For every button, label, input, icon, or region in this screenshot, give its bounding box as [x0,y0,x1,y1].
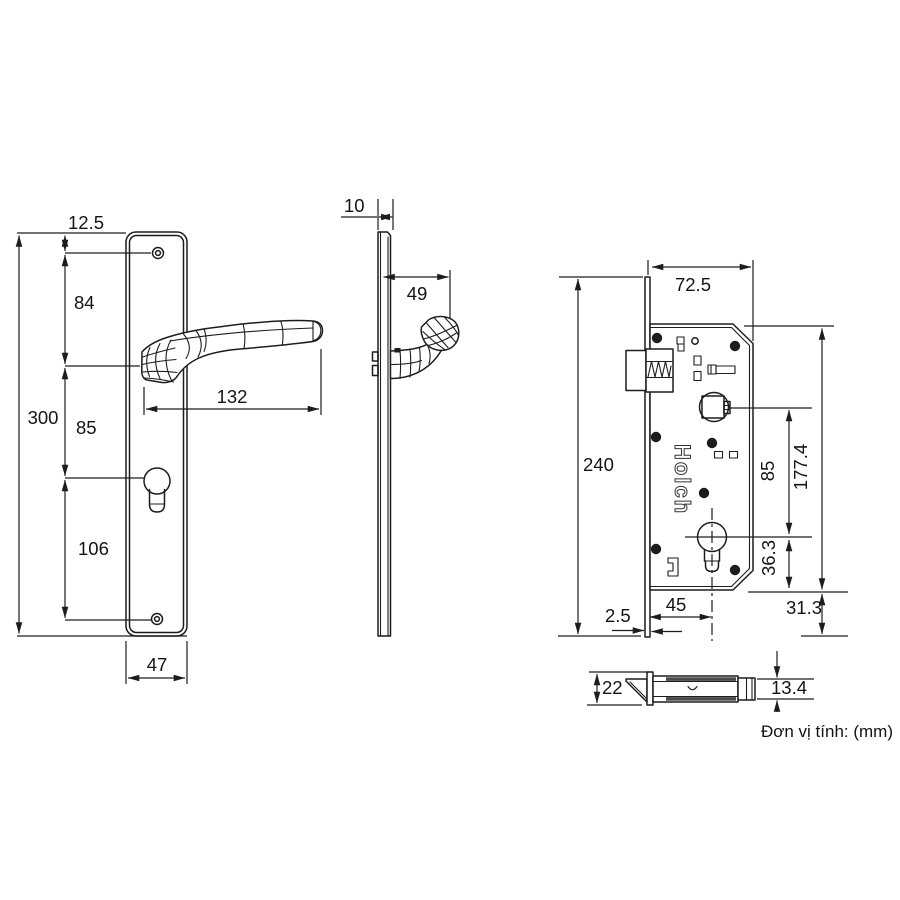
lock-body-outline [649,323,754,591]
handle-front [141,319,324,384]
latch-bolt-head [625,349,647,392]
lock-body-rivets [650,332,741,576]
lock-body-clip [667,557,679,577]
screw-hole-bottom [150,612,164,626]
side-plate-outline [377,231,392,637]
dim-label-plate-width: 47 [147,654,168,675]
dim-label-latch-head-height: 22 [602,677,623,698]
dim-label-edge-margin: 31.3 [786,597,822,618]
unit-note: Đơn vị tính: (mm) [761,722,893,741]
lock-body-dimensions: 72.5 240 177.4 85 36.3 31.3 45 2.5 [558,260,848,637]
dim-label-cylinder-to-bottom-hole: 106 [78,538,109,559]
latch-spring [647,360,672,378]
lock-body-mechanism-details [667,336,739,577]
handle-side [389,315,460,380]
dim-label-faceplate-height: 240 [583,454,614,475]
screw-hole-top [151,246,165,260]
side-plate-tab-upper [371,351,379,362]
handle-side-grip-wireframe [422,316,459,350]
dim-label-spindle-to-cylinder: 85 [757,461,778,482]
handle-side-base-detail [394,348,401,353]
spindle-follower [698,391,731,423]
latch-guide [645,348,674,393]
keyhole-front [143,467,171,513]
front-plate-inner-outline [128,234,185,634]
side-plate-tab-lower [371,364,379,377]
dim-label-latch-shaft-height: 13.4 [771,677,807,698]
dim-label-plate-height: 300 [28,407,59,428]
latch-flange [646,671,654,706]
dim-label-faceplate-thickness: 2.5 [605,605,631,626]
dim-label-body-height: 177.4 [790,444,811,490]
dim-label-plate-thickness: 10 [344,195,365,216]
front-view-dimensions: 300 12.5 84 85 106 132 47 [15,212,322,684]
handle-front-wireframe [141,320,322,383]
dim-label-backset: 45 [666,594,687,615]
dim-label-cylinder-to-bottom: 36.3 [758,540,779,576]
front-plate-outline [125,231,188,637]
brand-logo: Holch [670,444,695,515]
dim-label-handle-to-cylinder: 85 [76,417,97,438]
front-view [125,231,324,637]
latch-shaft-notch [687,685,698,691]
dim-label-hole-to-handle: 84 [74,292,95,313]
latch-bolt-assembly [625,348,674,393]
latch-wedge-head [625,678,648,703]
side-view [371,231,460,637]
dim-label-body-width: 72.5 [675,274,711,295]
latch-bolt-piece [625,671,756,706]
side-view-dimensions: 10 49 [341,195,451,319]
lock-body-view: Holch [625,276,754,641]
dim-label-handle-length: 132 [217,386,248,407]
dim-label-handle-projection: 49 [407,283,428,304]
latch-piece-dimensions: 22 13.4 [587,651,814,712]
dim-label-plate-top-offset: 12.5 [68,212,104,233]
lock-body-inner-outline [649,326,751,588]
